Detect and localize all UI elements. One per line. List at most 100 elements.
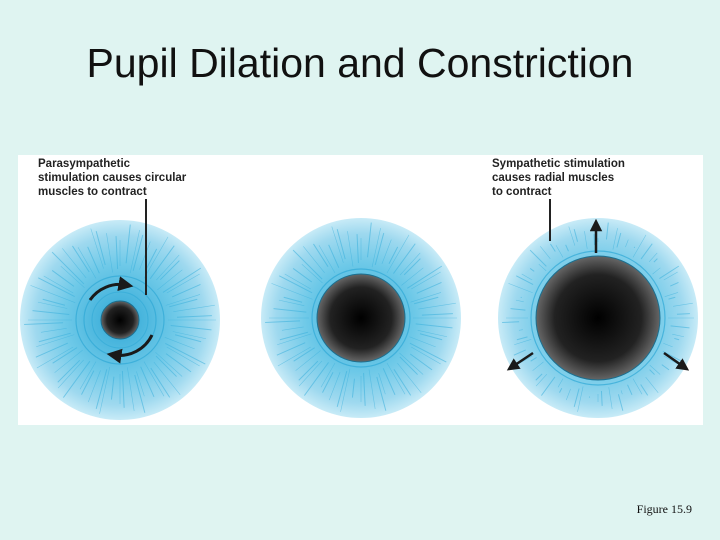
eye-constricted xyxy=(20,199,220,420)
iris-fiber xyxy=(36,346,74,369)
iris-fiber xyxy=(72,245,90,273)
iris-fiber xyxy=(36,334,75,348)
iris-fiber xyxy=(156,254,180,281)
iris-fiber xyxy=(132,234,144,271)
iris-fiber xyxy=(129,230,140,274)
iris-fiber xyxy=(95,369,108,409)
iris-fiber xyxy=(510,308,526,311)
rotation-arrow-bottom xyxy=(106,334,154,364)
iris-fiber xyxy=(115,236,119,270)
iris-fiber xyxy=(166,273,200,294)
iris-fiber xyxy=(24,322,64,326)
iris-fiber xyxy=(279,331,309,341)
iris-fiber xyxy=(157,269,183,291)
rotation-arrow-top xyxy=(88,276,134,301)
iris-fiber xyxy=(51,270,75,287)
pupil-diagram xyxy=(20,199,698,420)
iris-fiber xyxy=(513,349,526,356)
iris-fiber xyxy=(676,313,690,315)
iris-fiber xyxy=(153,361,181,395)
iris-fiber xyxy=(169,298,198,308)
iris-fiber xyxy=(540,376,556,396)
iris-fiber xyxy=(415,323,453,329)
iris-fiber xyxy=(265,320,301,324)
iris-fiber xyxy=(60,265,85,288)
iris-fiber xyxy=(37,301,68,309)
iris-fiber xyxy=(295,350,321,371)
iris-fiber xyxy=(42,298,66,306)
iris-fiber xyxy=(502,321,520,324)
iris-fiber xyxy=(565,388,571,401)
iris-fiber xyxy=(149,245,175,280)
iris-fiber xyxy=(271,283,313,300)
iris-fiber xyxy=(127,367,135,411)
iris-fiber xyxy=(663,342,673,348)
iris-fiber xyxy=(640,384,649,396)
eye-normal xyxy=(261,218,461,418)
iris-fiber xyxy=(417,330,448,338)
iris-fiber xyxy=(166,346,200,367)
iris-fiber xyxy=(664,292,679,297)
iris-fiber xyxy=(535,373,543,381)
iris-fiber xyxy=(418,302,456,310)
iris-fiber xyxy=(277,333,312,346)
iris-fiber xyxy=(273,308,307,313)
iris-fiber xyxy=(399,352,424,375)
iris-fiber xyxy=(403,258,421,276)
iris-fiber xyxy=(565,244,569,252)
right-caption: Sympathetic stimulation causes radial mu… xyxy=(492,157,625,199)
iris-fiber xyxy=(399,356,418,375)
iris-fiber xyxy=(351,378,355,398)
iris-fiber xyxy=(388,246,399,265)
iris-fiber xyxy=(176,315,212,318)
iris-fiber xyxy=(292,268,313,283)
iris-fiber xyxy=(87,370,101,403)
iris-fiber xyxy=(32,310,70,316)
iris-fiber xyxy=(557,378,564,388)
iris-fiber xyxy=(605,222,609,240)
iris-fiber xyxy=(550,243,556,252)
iris-fiber xyxy=(57,359,84,389)
caption-line: Parasympathetic xyxy=(38,158,131,170)
iris-fiber xyxy=(38,332,71,343)
iris-fiber xyxy=(416,281,442,294)
iris-fiber xyxy=(376,376,387,411)
iris-fiber xyxy=(164,337,195,350)
iris-fiber xyxy=(659,265,680,279)
iris-fiber xyxy=(276,342,306,356)
caption-line: Sympathetic stimulation xyxy=(492,158,625,170)
iris-fiber xyxy=(278,299,305,306)
iris-fiber xyxy=(298,360,323,387)
circular-muscle-ring xyxy=(311,268,411,368)
iris-fiber xyxy=(38,277,75,298)
iris-fiber xyxy=(632,378,643,395)
iris-fiber xyxy=(368,369,376,409)
iris-fiber xyxy=(616,232,622,248)
iris-fiber xyxy=(559,387,563,393)
iris-fiber xyxy=(303,362,329,396)
iris-fiber xyxy=(532,361,544,371)
iris-fiber xyxy=(283,296,303,303)
iris-fiber xyxy=(57,359,81,383)
radial-arrow-left xyxy=(506,351,534,371)
iris-fiber xyxy=(62,248,87,279)
iris-fiber xyxy=(318,245,336,274)
iris-fiber xyxy=(155,352,183,377)
iris-fiber xyxy=(293,347,315,362)
iris-fiber xyxy=(608,387,613,409)
iris-fiber xyxy=(381,239,392,265)
iris-fiber xyxy=(653,258,658,263)
iris-fiber xyxy=(645,376,659,393)
iris-fiber xyxy=(627,384,633,396)
iris-fiber xyxy=(620,390,623,395)
iris-fiber xyxy=(529,268,535,272)
iris-fiber xyxy=(535,374,548,387)
iris-fiber xyxy=(514,339,532,346)
iris-fiber xyxy=(356,234,359,264)
iris-fiber xyxy=(540,246,551,260)
iris-fiber xyxy=(110,376,115,400)
iris-fiber xyxy=(652,267,661,275)
circular-muscle-ring xyxy=(75,275,165,365)
iris-fiber xyxy=(670,325,690,329)
iris-fiber xyxy=(145,248,158,270)
